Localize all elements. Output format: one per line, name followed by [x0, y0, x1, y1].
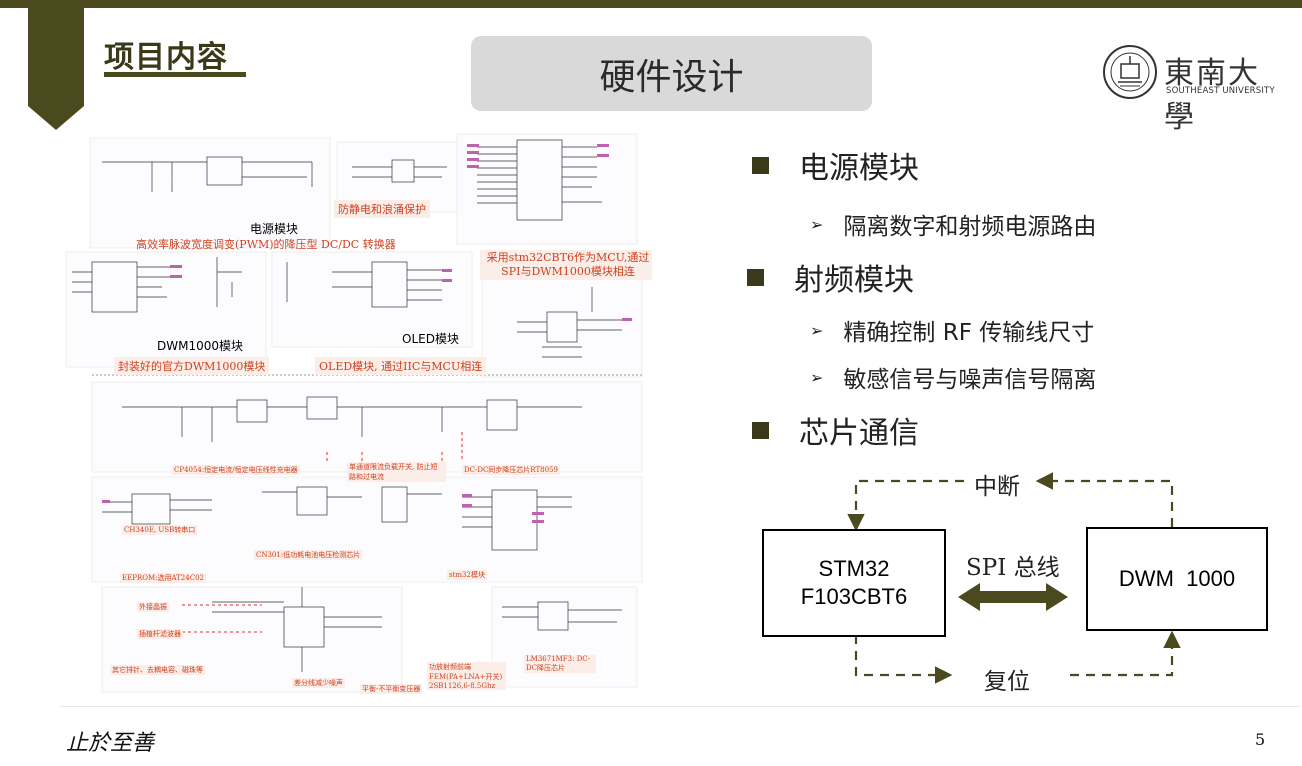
- footer-divider: [60, 706, 1300, 707]
- stm32-box: STM32 F103CBT6: [762, 529, 946, 637]
- caption-crystal: 外接晶振: [137, 602, 169, 612]
- bullet-text: 敏感信号与噪声信号隔离: [843, 367, 1097, 393]
- bullet-chip-comm: 芯片通信: [752, 408, 919, 452]
- diagram-connectors: [847, 472, 1181, 684]
- bullet-text: 芯片通信: [799, 416, 919, 451]
- bullet-text: 精确控制 RF 传输线尺寸: [843, 320, 1095, 346]
- university-motto: 止於至善: [66, 731, 155, 756]
- arrowhead-bullet-icon: ➢: [810, 214, 824, 234]
- caption-pwm: 高效率脉波宽度调变(PWM)的降压型 DC/DC 转换器: [136, 238, 396, 251]
- caption-eeprom: EEPROM:选用AT24C02: [120, 573, 206, 583]
- caption-mcu: 采用stm32CBT6作为MCU,通过SPI与DWM1000模块相连: [480, 250, 652, 280]
- dwm-module-label: DWM1000模块: [157, 339, 243, 353]
- bullet-text: 隔离数字和射频电源路由: [843, 214, 1097, 240]
- university-logo: 東南大學 SOUTHEAST UNIVERSITY: [1102, 44, 1282, 135]
- arrowhead-bullet-icon: ➢: [810, 320, 824, 340]
- caption-other: 其它排针、去耦电容、磁珠等: [110, 665, 205, 675]
- caption-diff: 差分线减少噪声: [292, 678, 345, 688]
- section-underline: [104, 72, 246, 77]
- stm32-line1: STM32: [818, 556, 890, 581]
- reset-label: 复位: [984, 669, 1030, 695]
- logo-english-name: SOUTHEAST UNIVERSITY: [1166, 86, 1275, 96]
- bullet-rf-lines: ➢ 精确控制 RF 传输线尺寸: [810, 313, 1094, 347]
- logo-chinese-name: 東南大學: [1164, 56, 1260, 135]
- page-number: 5: [1255, 730, 1266, 749]
- caption-charger: CP4054:恒定电流/恒定电压线性充电器: [172, 465, 300, 475]
- caption-cn301: CN301:低功耗电池电压检测芯片: [254, 550, 363, 560]
- dwm1000-label: DWM 1000: [1118, 566, 1236, 591]
- university-seal-icon: [1103, 45, 1157, 99]
- interrupt-label: 中断: [974, 474, 1020, 500]
- caption-filter: 插植杆滤波器: [137, 629, 183, 639]
- square-bullet-icon: [747, 268, 764, 286]
- ribbon-banner: [28, 8, 84, 130]
- dwm1000-box: DWM 1000: [1086, 527, 1268, 631]
- bullet-signal-isolation: ➢ 敏感信号与噪声信号隔离: [810, 360, 1096, 394]
- caption-load-switch: 单通道限流负载开关, 防止短路和过电流: [347, 462, 446, 482]
- bullet-text: 电源模块: [799, 151, 919, 186]
- schematic-image: 电源模块 DWM1000模块 OLED模块 高效率脉波宽度调变(PWM)的降压型…: [62, 132, 652, 697]
- caption-dwm-package: 封装好的官方DWM1000模块: [114, 357, 270, 375]
- caption-balun: 平衡-不平衡变压器: [360, 684, 423, 694]
- square-bullet-icon: [752, 156, 769, 174]
- communication-diagram: STM32 F103CBT6 DWM 1000 SPI 总线 中断 复位: [740, 455, 1280, 705]
- caption-usb: CH340E, USB转串口: [122, 525, 198, 535]
- caption-esd: 防静电和浪涌保护: [334, 200, 430, 218]
- caption-stm32: stm32模块: [447, 570, 487, 580]
- bullet-power-routing: ➢ 隔离数字和射频电源路由: [810, 207, 1096, 241]
- caption-dcdc: DC-DC同步降压芯片RT8059: [462, 465, 560, 475]
- caption-lm3671: LM3671MF3: DC-DC降压芯片: [524, 655, 596, 673]
- oled-module-label: OLED模块: [402, 332, 459, 346]
- power-module-label: 电源模块: [250, 222, 299, 236]
- slide-title: 硬件设计: [471, 36, 872, 111]
- arrowhead-bullet-icon: ➢: [810, 367, 824, 387]
- bullet-text: 射频模块: [794, 263, 914, 298]
- spi-bus-label: SPI 总线: [966, 555, 1060, 581]
- bullet-rf-module: 射频模块: [747, 255, 914, 299]
- top-bar: [0, 0, 1302, 8]
- stm32-line2: F103CBT6: [800, 584, 908, 609]
- caption-fem: 功放射频前端 FEM(PA+LNA+开关) 2SB1126,6-8.5Ghz: [427, 662, 506, 690]
- bullet-power-module: 电源模块: [752, 143, 919, 187]
- section-title: 项目内容: [104, 40, 228, 75]
- square-bullet-icon: [752, 421, 769, 439]
- caption-oled-iic: OLED模块, 通过IIC与MCU相连: [315, 357, 487, 375]
